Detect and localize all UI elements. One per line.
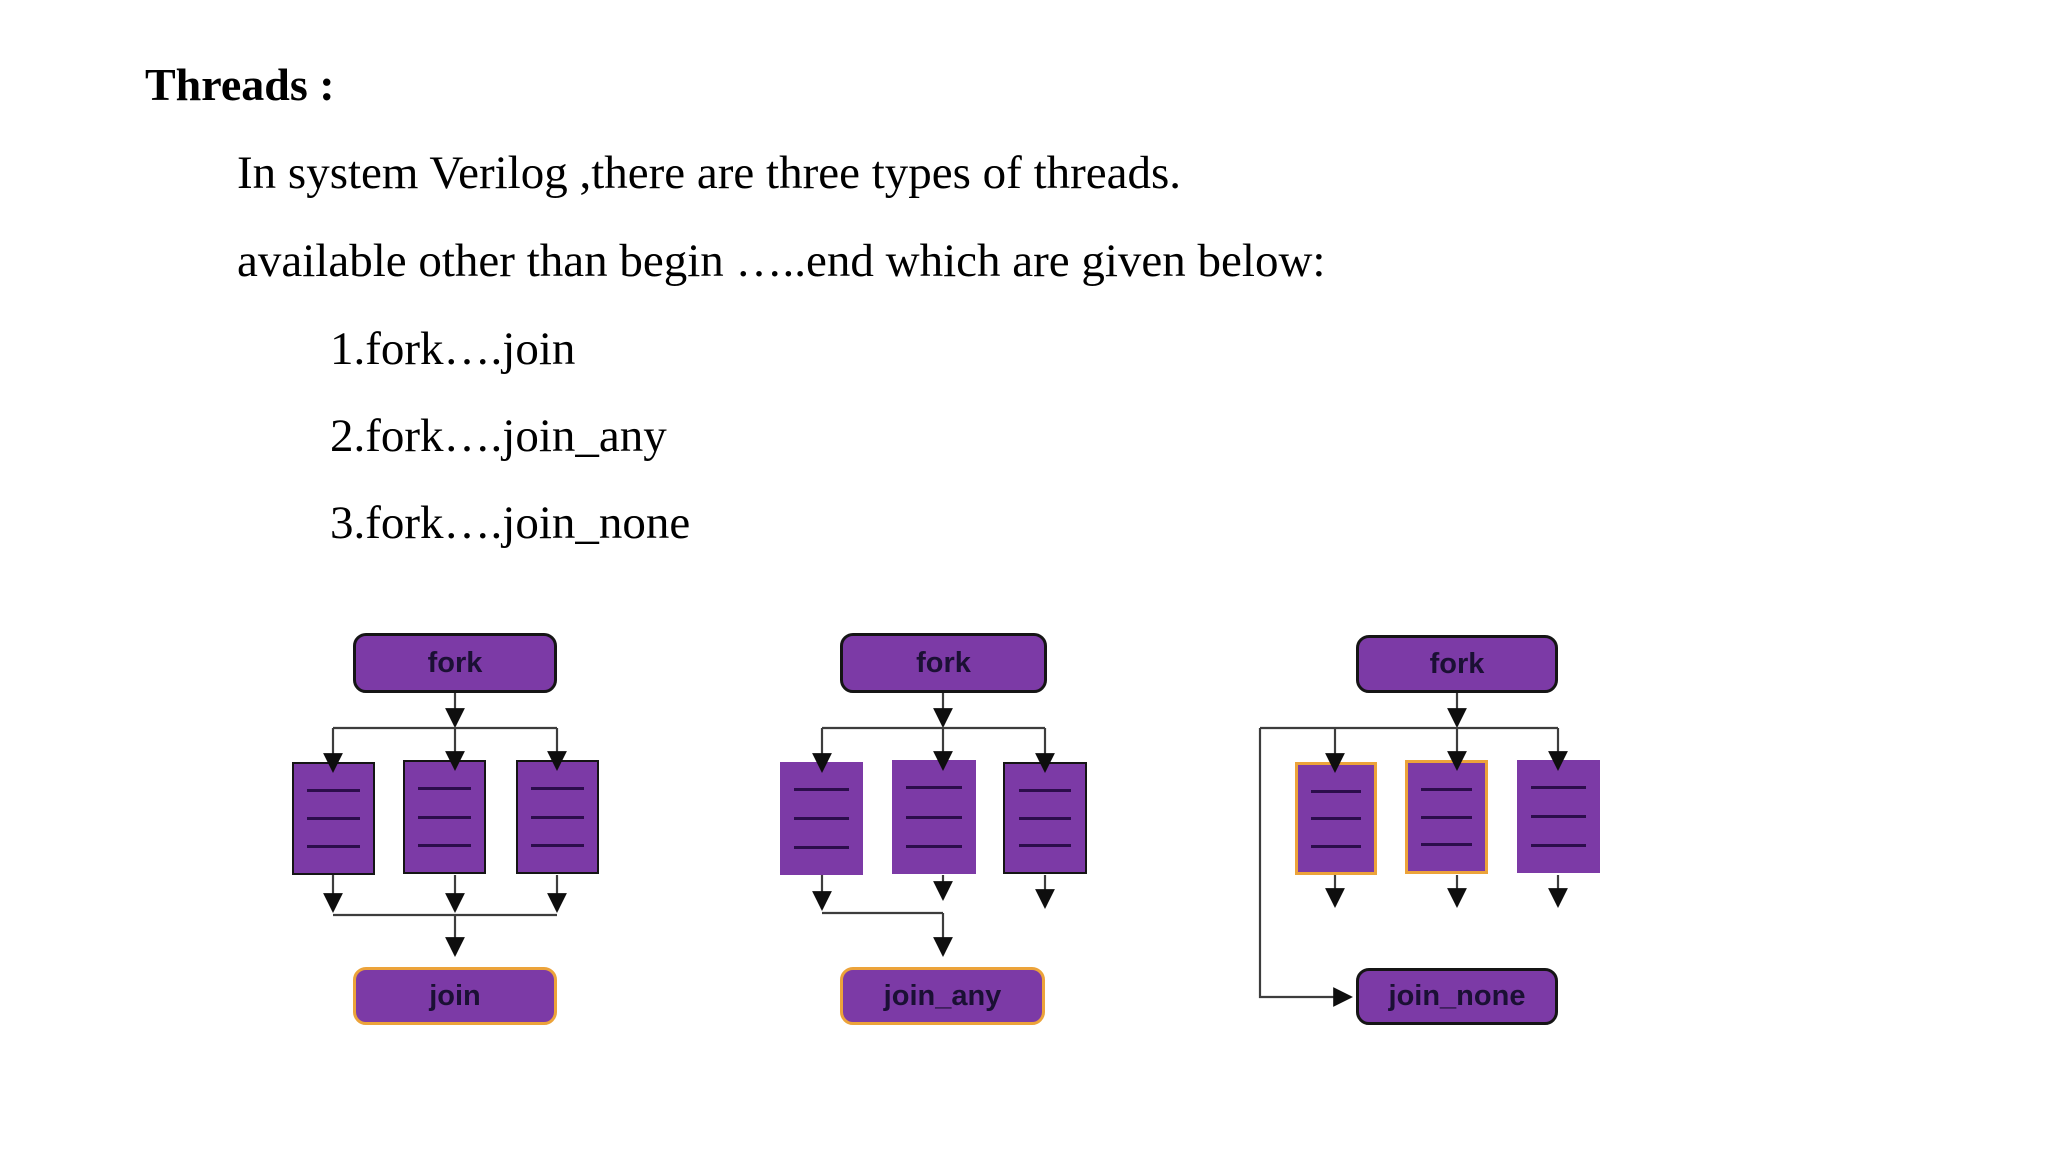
join-none-node: join_none	[1356, 968, 1558, 1025]
process-box	[516, 760, 599, 874]
process-line-icon	[418, 843, 471, 847]
fork-node: fork	[840, 633, 1047, 693]
process-line-icon	[794, 788, 849, 791]
process-line-icon	[1421, 843, 1472, 847]
process-box	[892, 760, 976, 874]
process-box	[403, 760, 486, 874]
process-line-icon	[1018, 816, 1072, 820]
process-line-icon	[906, 815, 962, 819]
process-line-icon	[794, 817, 849, 820]
process-box	[1295, 762, 1377, 875]
process-line-icon	[418, 787, 471, 791]
process-line-icon	[906, 844, 962, 848]
join-any-node: join_any	[840, 967, 1045, 1025]
process-line-icon	[794, 846, 849, 849]
list-item-fork-join-none: 3.fork….join_none	[330, 497, 691, 549]
process-box	[1405, 760, 1488, 874]
process-line-icon	[1018, 788, 1072, 792]
process-line-icon	[1531, 815, 1586, 818]
process-line-icon	[1310, 817, 1362, 820]
process-box	[292, 762, 375, 875]
process-line-icon	[1421, 787, 1472, 791]
process-line-icon	[531, 815, 584, 819]
process-line-icon	[906, 786, 962, 790]
process-box	[1003, 762, 1087, 874]
diagram-fork-join-none: fork join_none	[1240, 625, 1650, 1037]
list-item-fork-join: 1.fork….join	[330, 323, 576, 375]
process-line-icon	[307, 789, 360, 792]
process-line-icon	[531, 843, 584, 847]
process-line-icon	[531, 787, 584, 791]
process-line-icon	[1018, 844, 1072, 848]
intro-line-1: In system Verilog ,there are three types…	[237, 147, 1182, 199]
process-line-icon	[307, 845, 360, 848]
process-line-icon	[307, 817, 360, 820]
list-item-fork-join-any: 2.fork….join_any	[330, 410, 667, 462]
fork-node: fork	[1356, 635, 1558, 693]
process-line-icon	[1310, 844, 1362, 848]
join-node: join	[353, 967, 557, 1025]
process-box	[1517, 760, 1600, 873]
intro-line-2: available other than begin …..end which …	[237, 235, 1326, 287]
process-line-icon	[1531, 844, 1586, 847]
process-box	[780, 762, 863, 875]
diagram-fork-join: fork join	[270, 625, 610, 1037]
fork-node: fork	[353, 633, 557, 693]
process-line-icon	[1531, 786, 1586, 789]
process-line-icon	[1421, 815, 1472, 819]
page-title: Threads :	[145, 59, 335, 110]
diagram-fork-join-any: fork join_any	[757, 625, 1097, 1037]
process-line-icon	[418, 815, 471, 819]
process-line-icon	[1310, 789, 1362, 793]
